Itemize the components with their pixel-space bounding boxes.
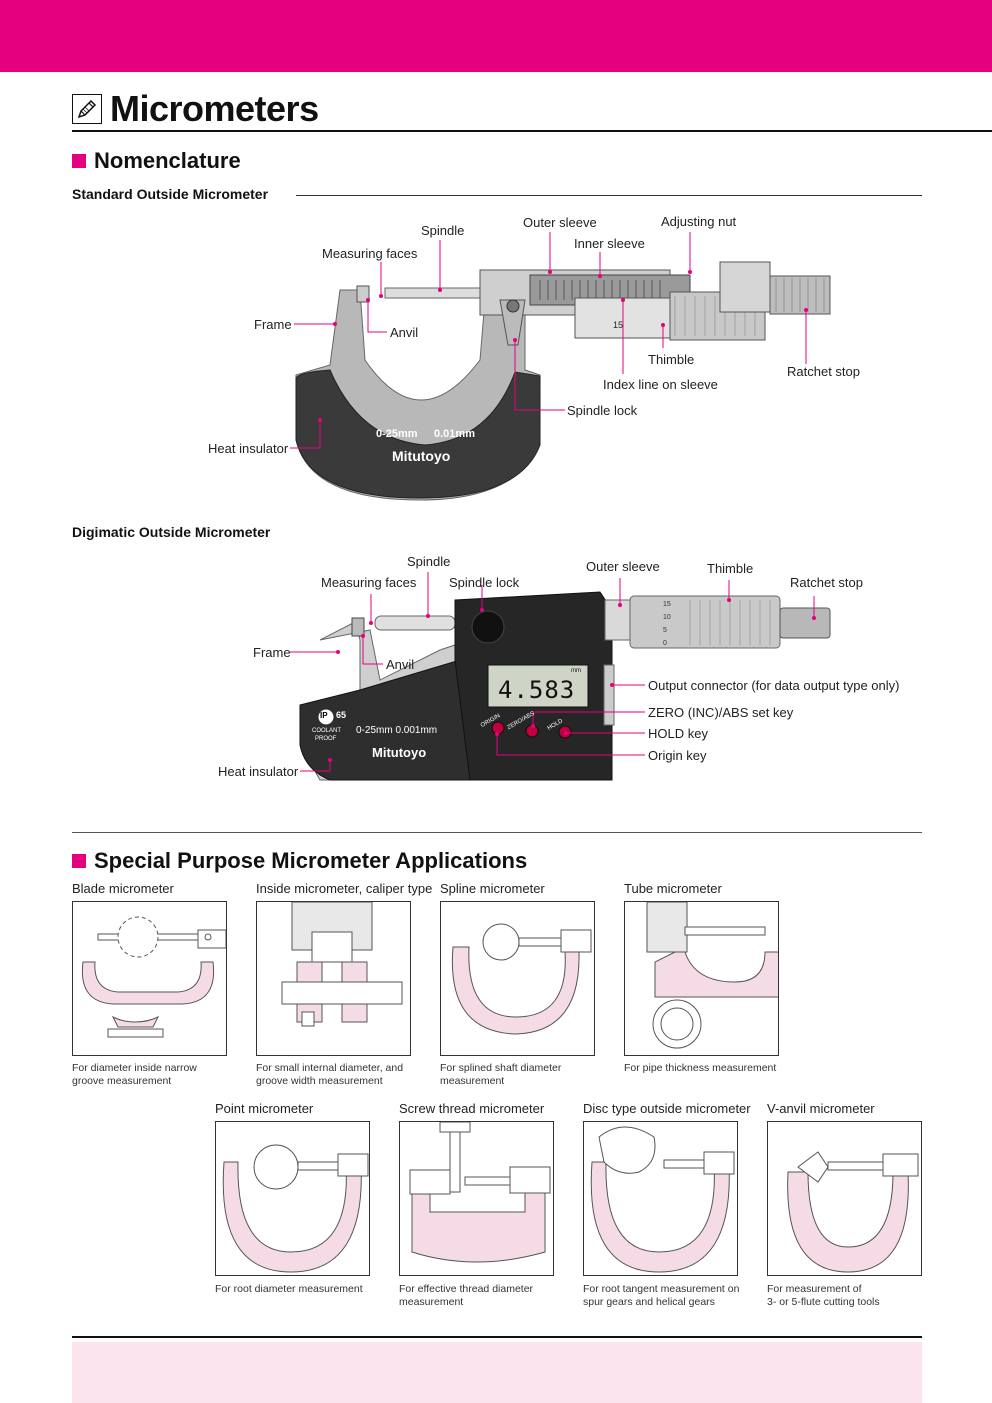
app-figure-v-anvil: [767, 1121, 922, 1276]
standard-subhead-rule: [296, 195, 922, 196]
std-label-outer-sleeve: Outer sleeve: [523, 215, 597, 230]
applications-heading-text: Special Purpose Micrometer Applications: [94, 848, 528, 873]
std-scale-mark: 15: [613, 320, 624, 330]
footer-rule: [72, 1336, 922, 1338]
nomenclature-heading-text: Nomenclature: [94, 148, 241, 173]
page-title-group: Micrometers: [72, 88, 319, 130]
digimatic-display-unit: mm: [571, 668, 581, 674]
digimatic-subhead: Digimatic Outside Micrometer: [72, 524, 271, 540]
std-range-text: 0-25mm: [376, 428, 418, 440]
std-label-frame: Frame: [254, 317, 292, 332]
digimatic-micrometer-illustration: [290, 572, 831, 781]
digimatic-display-value: 4.583: [498, 676, 576, 704]
thimble-mark-0: 0: [663, 640, 667, 647]
thimble-mark-15: 15: [663, 601, 671, 608]
ip-number-text: 65: [336, 710, 347, 720]
header-band: [0, 0, 992, 72]
std-brand-logo: Mitutoyo: [392, 448, 451, 464]
app-figure-point: [215, 1121, 370, 1276]
std-label-inner-sleeve: Inner sleeve: [574, 236, 645, 251]
pencil-icon: [72, 94, 102, 124]
app-title-v-anvil: V-anvil micrometer: [767, 1101, 875, 1116]
std-label-spindle-lock: Spindle lock: [567, 403, 638, 418]
app-title-blade: Blade micrometer: [72, 881, 174, 896]
dig-label-thimble: Thimble: [707, 561, 754, 576]
dig-label-measuring-faces: Measuring faces: [321, 575, 417, 590]
std-label-adjusting-nut: Adjusting nut: [661, 214, 737, 229]
page-title: Micrometers: [110, 88, 319, 129]
applications-heading: Special Purpose Micrometer Applications: [72, 848, 527, 874]
app-caption-point: For root diameter measurement: [215, 1283, 363, 1295]
dig-label-frame: Frame: [253, 645, 291, 660]
dig-label-spindle: Spindle: [407, 554, 451, 569]
standard-subhead: Standard Outside Micrometer: [72, 186, 269, 202]
nomenclature-heading: Nomenclature: [72, 148, 241, 174]
app-figure-tube: [624, 901, 779, 1056]
app-title-tube: Tube micrometer: [624, 881, 722, 896]
app-title-spline: Spline micrometer: [440, 881, 545, 896]
dig-label-outer-sleeve: Outer sleeve: [586, 559, 660, 574]
proof-text: PROOF: [315, 736, 337, 742]
dig-label-origin-key: Origin key: [648, 748, 707, 763]
std-label-thimble: Thimble: [648, 352, 695, 367]
std-label-measuring-faces: Measuring faces: [322, 246, 418, 261]
digimatic-range-text: 0-25mm 0.001mm: [356, 725, 438, 736]
std-label-heat-insulator: Heat insulator: [208, 441, 289, 456]
std-label-spindle: Spindle: [421, 223, 465, 238]
std-resolution-text: 0.01mm: [434, 428, 475, 440]
bullet-square-icon: [72, 154, 86, 168]
dig-label-hold-key: HOLD key: [648, 726, 708, 741]
ip-badge-text: IP: [320, 711, 328, 720]
app-title-disc-type: Disc type outside micrometer: [583, 1101, 751, 1116]
thimble-mark-5: 5: [663, 627, 667, 634]
app-figure-disc-type: [583, 1121, 738, 1276]
dig-label-ratchet-stop: Ratchet stop: [790, 575, 863, 590]
bullet-square-icon: [72, 854, 86, 868]
app-caption-tube: For pipe thickness measurement: [624, 1062, 777, 1074]
footer-band: [72, 1342, 922, 1403]
app-figure-screw-thread: [399, 1121, 554, 1276]
app-figure-inside-caliper: [256, 901, 411, 1056]
coolant-text: COOLANT: [312, 728, 342, 734]
app-caption-spline: For splined shaft diameter measurement: [440, 1062, 562, 1087]
app-caption-screw-thread: For effective thread diameter measuremen…: [399, 1283, 534, 1308]
std-label-ratchet-stop: Ratchet stop: [787, 364, 860, 379]
dig-label-zero-key: ZERO (INC)/ABS set key: [648, 705, 794, 720]
app-figure-blade: [72, 901, 227, 1056]
title-rule: [72, 130, 992, 132]
app-figure-spline: [440, 901, 595, 1056]
app-title-screw-thread: Screw thread micrometer: [399, 1101, 545, 1116]
dig-label-spindle-lock: Spindle lock: [449, 575, 520, 590]
standard-micrometer-illustration: [290, 232, 831, 501]
dig-label-heat-insulator: Heat insulator: [218, 764, 299, 779]
app-caption-disc-type: For root tangent measurement on spur gea…: [583, 1283, 740, 1308]
std-label-anvil: Anvil: [390, 325, 419, 340]
section-divider: [72, 832, 922, 833]
app-caption-inside-caliper: For small internal diameter, and groove …: [256, 1062, 404, 1087]
digimatic-brand-logo: Mitutoyo: [372, 745, 427, 760]
std-label-index-line: Index line on sleeve: [603, 377, 718, 392]
dig-label-output-connector: Output connector (for data output type o…: [648, 678, 900, 693]
app-caption-v-anvil: For measurement of 3- or 5-flute cutting…: [767, 1283, 880, 1308]
dig-label-anvil: Anvil: [386, 657, 415, 672]
thimble-mark-10: 10: [663, 614, 671, 621]
app-title-inside-caliper: Inside micrometer, caliper type: [256, 881, 433, 896]
app-title-point: Point micrometer: [215, 1101, 314, 1116]
app-caption-blade: For diameter inside narrow groove measur…: [72, 1062, 197, 1087]
